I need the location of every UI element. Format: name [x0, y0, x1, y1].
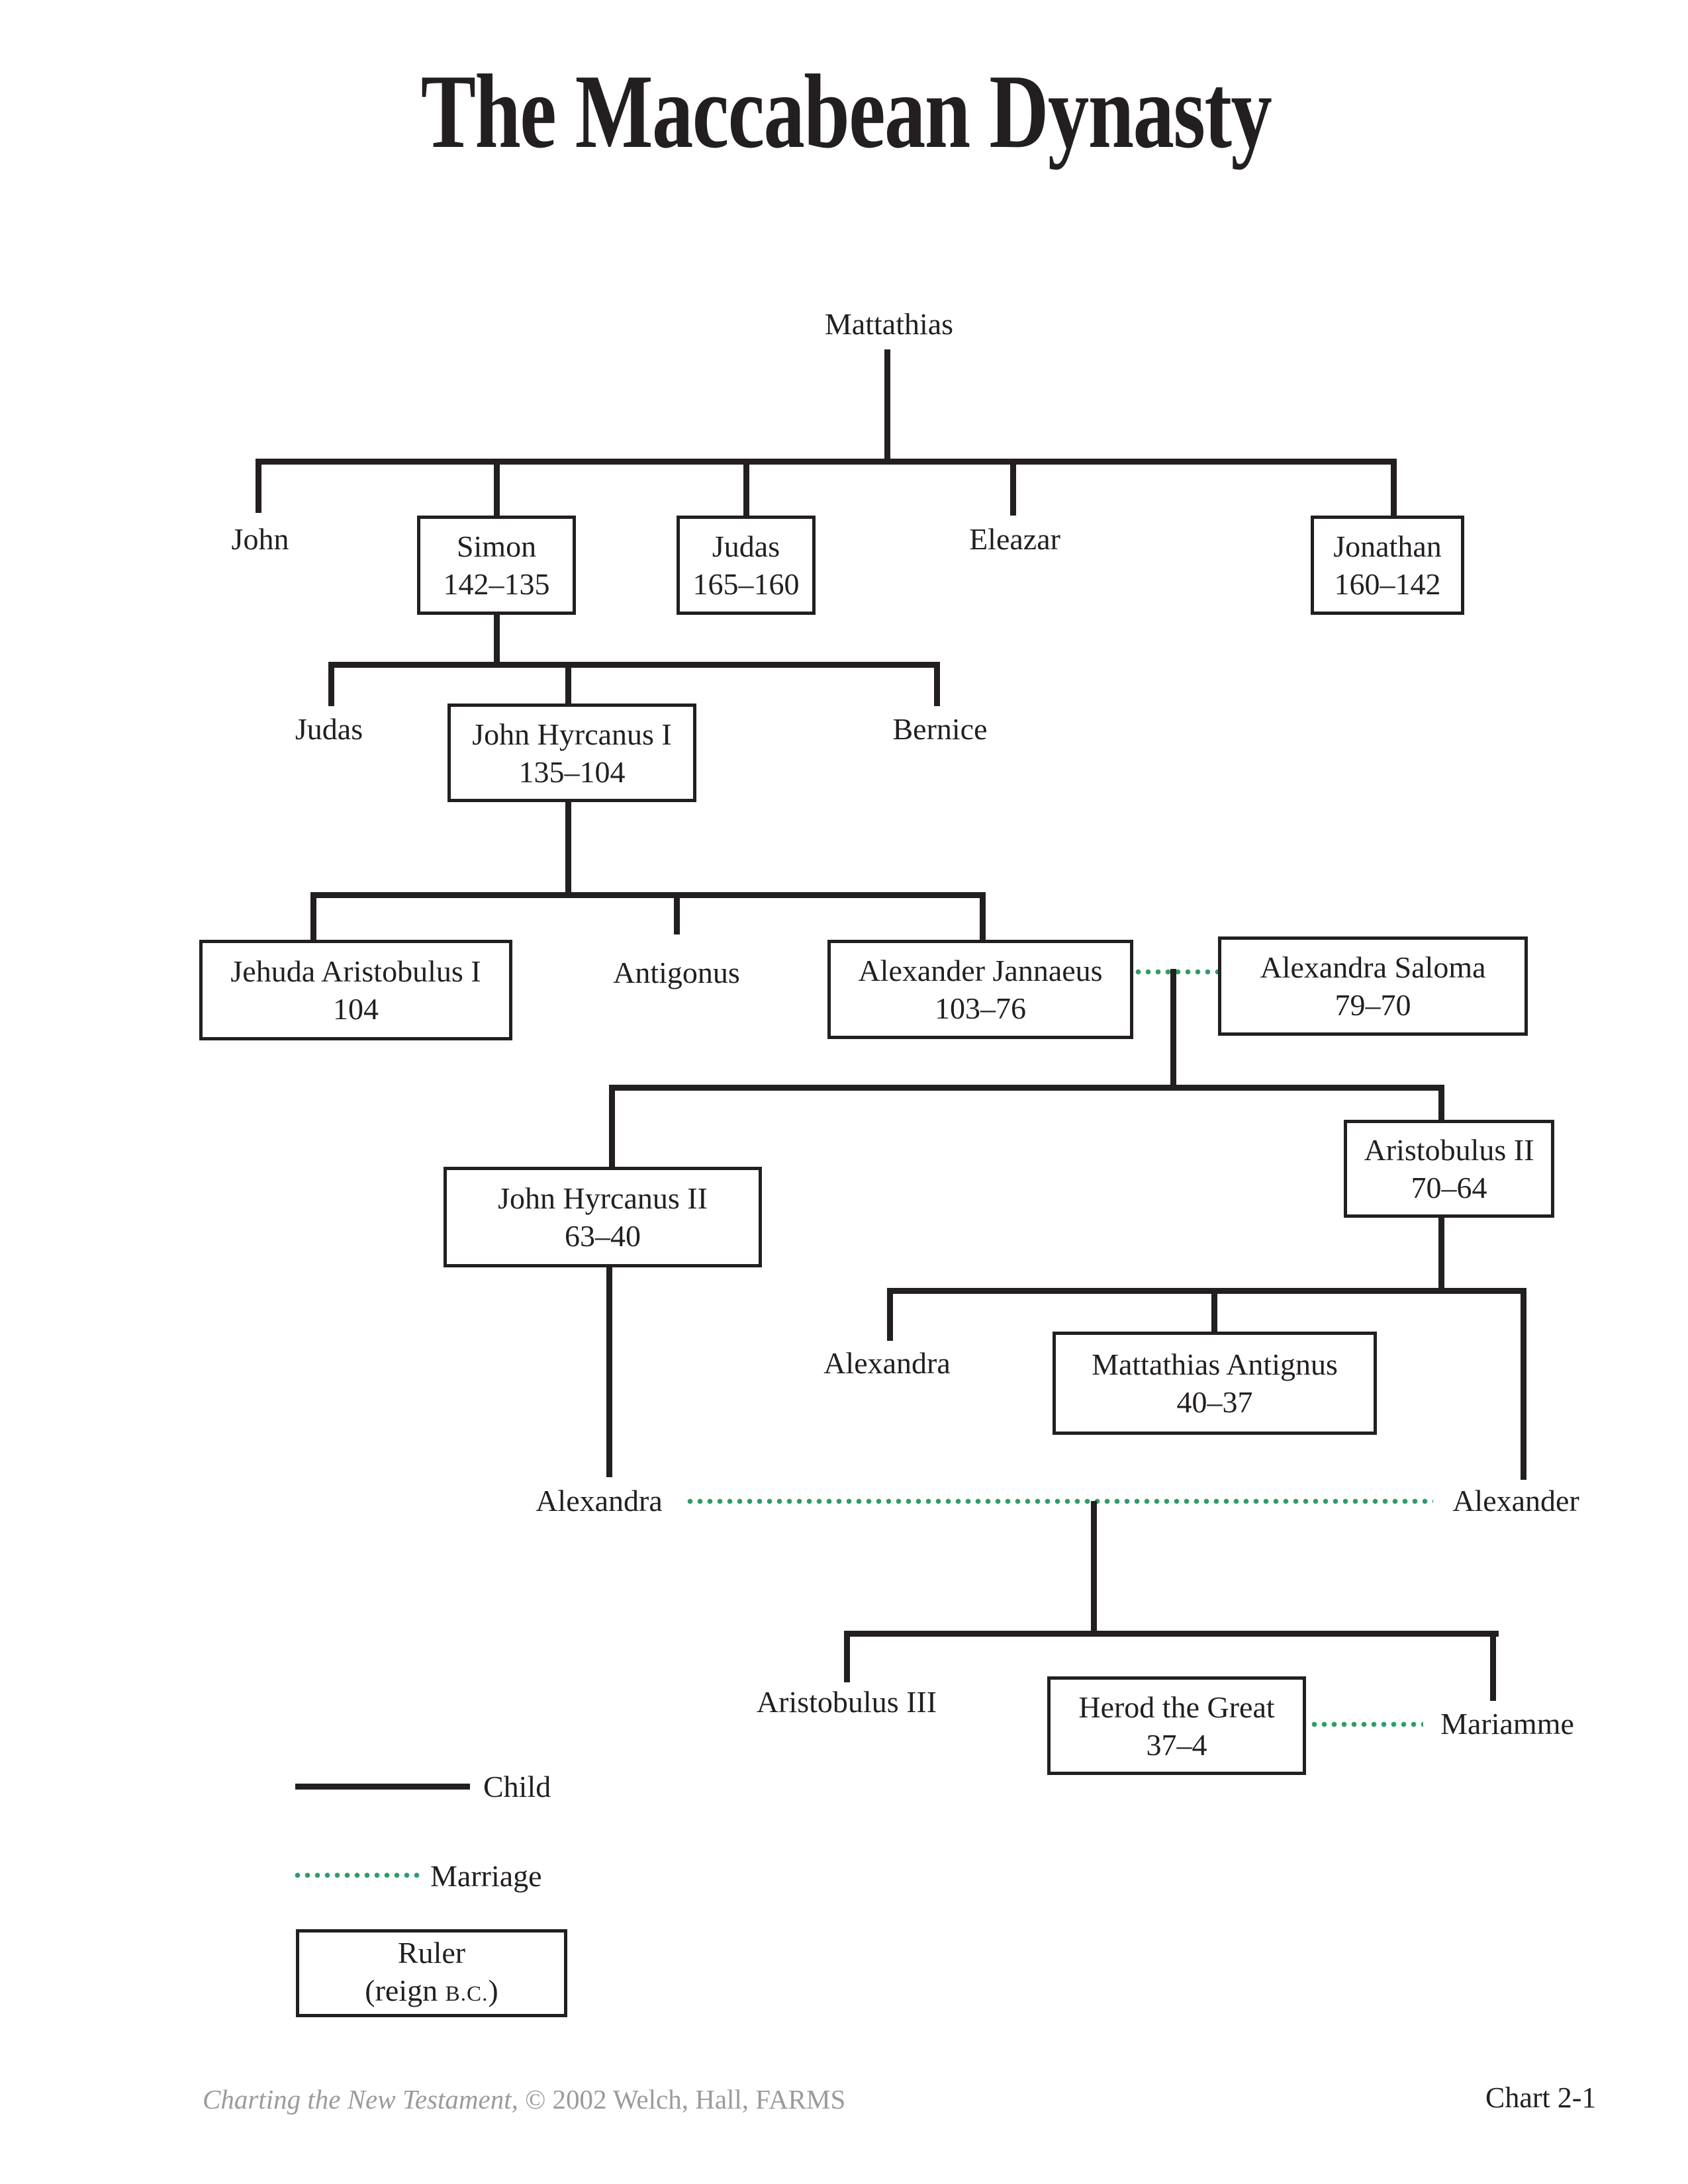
- person-mariamme: Mariamme: [1440, 1707, 1574, 1741]
- ruler-box-mattathias-antignus: Mattathias Antignus 40–37: [1053, 1332, 1377, 1435]
- legend-child-label: Child: [483, 1770, 551, 1803]
- ruler-box-simon: Simon 142–135: [417, 516, 576, 615]
- child-line: [887, 1288, 893, 1341]
- page-title: The Maccabean Dynasty: [420, 52, 1272, 170]
- legend-ruler-subtitle: (reign B.C.): [365, 1974, 498, 2007]
- child-line: [609, 1085, 615, 1167]
- child-line: [1521, 1288, 1526, 1480]
- legend-child-line-sample: [295, 1784, 470, 1790]
- child-line: [1438, 1085, 1444, 1122]
- child-line: [1170, 969, 1176, 1090]
- child-line: [844, 1631, 1499, 1637]
- chart-number: Chart 2-1: [1485, 2081, 1597, 2114]
- ruler-box-john-hyrcanus-2: John Hyrcanus II 63–40: [444, 1167, 762, 1267]
- person-antigonus: Antigonus: [613, 956, 740, 989]
- child-line: [494, 612, 500, 668]
- ruler-box-aristobulus-2: Aristobulus II 70–64: [1344, 1120, 1554, 1218]
- child-line: [934, 662, 940, 706]
- child-line: [1438, 1215, 1444, 1294]
- ruler-box-alexander-jannaeus: Alexander Jannaeus 103–76: [827, 940, 1133, 1039]
- child-line: [256, 459, 1397, 465]
- child-line: [494, 459, 500, 518]
- ruler-box-jehuda-aristobulus-1: Jehuda Aristobulus I 104: [199, 940, 512, 1040]
- child-line: [1490, 1631, 1496, 1701]
- child-line: [565, 799, 571, 897]
- legend-ruler-box: Ruler (reign B.C.): [296, 1929, 567, 2017]
- child-line: [980, 892, 986, 942]
- child-line: [674, 892, 680, 934]
- child-line: [606, 1265, 612, 1477]
- child-line: [887, 1288, 1526, 1294]
- child-line: [328, 662, 940, 668]
- child-line: [1091, 1501, 1097, 1637]
- child-line: [1010, 459, 1016, 516]
- child-line: [844, 1631, 850, 1682]
- person-alexandra-daughter-of-aristobulus: Alexandra: [823, 1346, 951, 1380]
- child-line: [884, 349, 890, 465]
- person-bernice: Bernice: [892, 712, 988, 746]
- child-line: [310, 892, 316, 942]
- marriage-line: [1309, 1721, 1423, 1727]
- child-line: [256, 459, 261, 513]
- person-aristobulus-3: Aristobulus III: [756, 1685, 937, 1719]
- person-judas-2: Judas: [295, 712, 363, 746]
- person-john: John: [231, 522, 289, 556]
- legend-marriage-label: Marriage: [430, 1859, 542, 1893]
- person-mattathias: Mattathias: [824, 307, 954, 341]
- child-line: [310, 892, 986, 898]
- child-line: [743, 459, 749, 518]
- child-line: [609, 1085, 1444, 1091]
- legend-marriage-line-sample: [293, 1872, 424, 1878]
- child-line: [1211, 1288, 1217, 1334]
- person-alexandra-daughter-of-hyrcanus: Alexandra: [536, 1484, 663, 1518]
- person-alexander: Alexander: [1452, 1484, 1579, 1518]
- marriage-line: [685, 1498, 1433, 1504]
- child-line: [328, 662, 334, 706]
- ruler-box-judas: Judas 165–160: [677, 516, 816, 615]
- ruler-box-alexandra-saloma: Alexandra Saloma 79–70: [1218, 936, 1528, 1036]
- ruler-box-jonathan: Jonathan 160–142: [1311, 516, 1464, 615]
- person-eleazar: Eleazar: [969, 522, 1060, 556]
- ruler-box-herod-the-great: Herod the Great 37–4: [1047, 1676, 1306, 1775]
- child-line: [565, 662, 571, 706]
- child-line: [1391, 459, 1397, 518]
- source-credit: Charting the New Testament, © 2002 Welch…: [203, 2084, 846, 2115]
- ruler-box-john-hyrcanus-1: John Hyrcanus I 135–104: [447, 704, 696, 802]
